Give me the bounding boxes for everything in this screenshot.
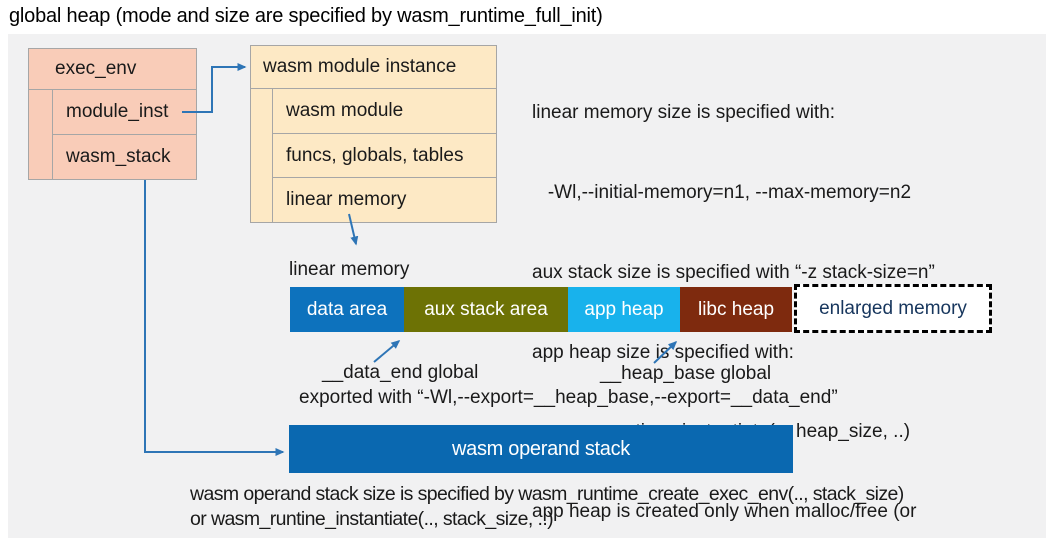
note-line: linear memory size is specified with:: [532, 102, 836, 124]
wasm-module-instance-indent-strip: [251, 89, 273, 222]
linear-memory-label: linear memory: [289, 259, 410, 280]
diagram-title: global heap (mode and size are specified…: [9, 5, 603, 27]
exec-env-box: exec_env module_inst wasm_stack: [28, 48, 197, 180]
segment-app-heap: app heap: [568, 287, 680, 332]
exec-env-row-module-inst: module_inst: [53, 90, 196, 135]
note-line: aux stack size is specified with “-z sta…: [532, 261, 935, 283]
segment-libc-heap: libc heap: [680, 287, 792, 332]
note-line: app heap is created only when malloc/fre…: [532, 501, 917, 523]
module-row-linear-memory: linear memory: [286, 189, 407, 211]
wasm-module-instance-body: wasm module funcs, globals, tables linea…: [251, 89, 496, 222]
wasm-module-instance-title: wasm module instance: [251, 46, 496, 89]
wasm-operand-stack-bar: wasm operand stack: [289, 425, 793, 473]
module-row-wasm-module: wasm module: [273, 89, 496, 134]
module-row-funcs-globals-tables: funcs, globals, tables: [273, 134, 496, 179]
wasm-module-instance-box: wasm module instance wasm module funcs, …: [250, 45, 497, 223]
segment-enlarged-memory: enlarged memory: [794, 284, 992, 333]
note-line: app heap size is specified with:: [532, 341, 794, 363]
segment-data-area: data area: [290, 287, 404, 332]
segment-aux-stack-area: aux stack area: [404, 287, 568, 332]
operand-stack-note-line2: or wasm_runtine_instantiate(.., stack_si…: [190, 508, 554, 530]
heap-base-global-label: __heap_base global: [600, 363, 772, 384]
linear-memory-bar: data area aux stack area app heap libc h…: [290, 287, 792, 332]
exec-env-row-wasm-stack: wasm_stack: [66, 146, 171, 167]
exported-with-label: exported with “-Wl,--export=__heap_base,…: [299, 387, 838, 408]
note-line: -Wl,--initial-memory=n1, --max-memory=n2: [532, 181, 912, 203]
operand-stack-note-line1: wasm operand stack size is specified by …: [190, 483, 904, 505]
exec-env-title: exec_env: [29, 49, 196, 90]
exec-env-body: module_inst wasm_stack: [29, 90, 196, 179]
exec-env-indent-strip: [29, 90, 53, 179]
data-end-global-label: __data_end global: [322, 362, 479, 383]
